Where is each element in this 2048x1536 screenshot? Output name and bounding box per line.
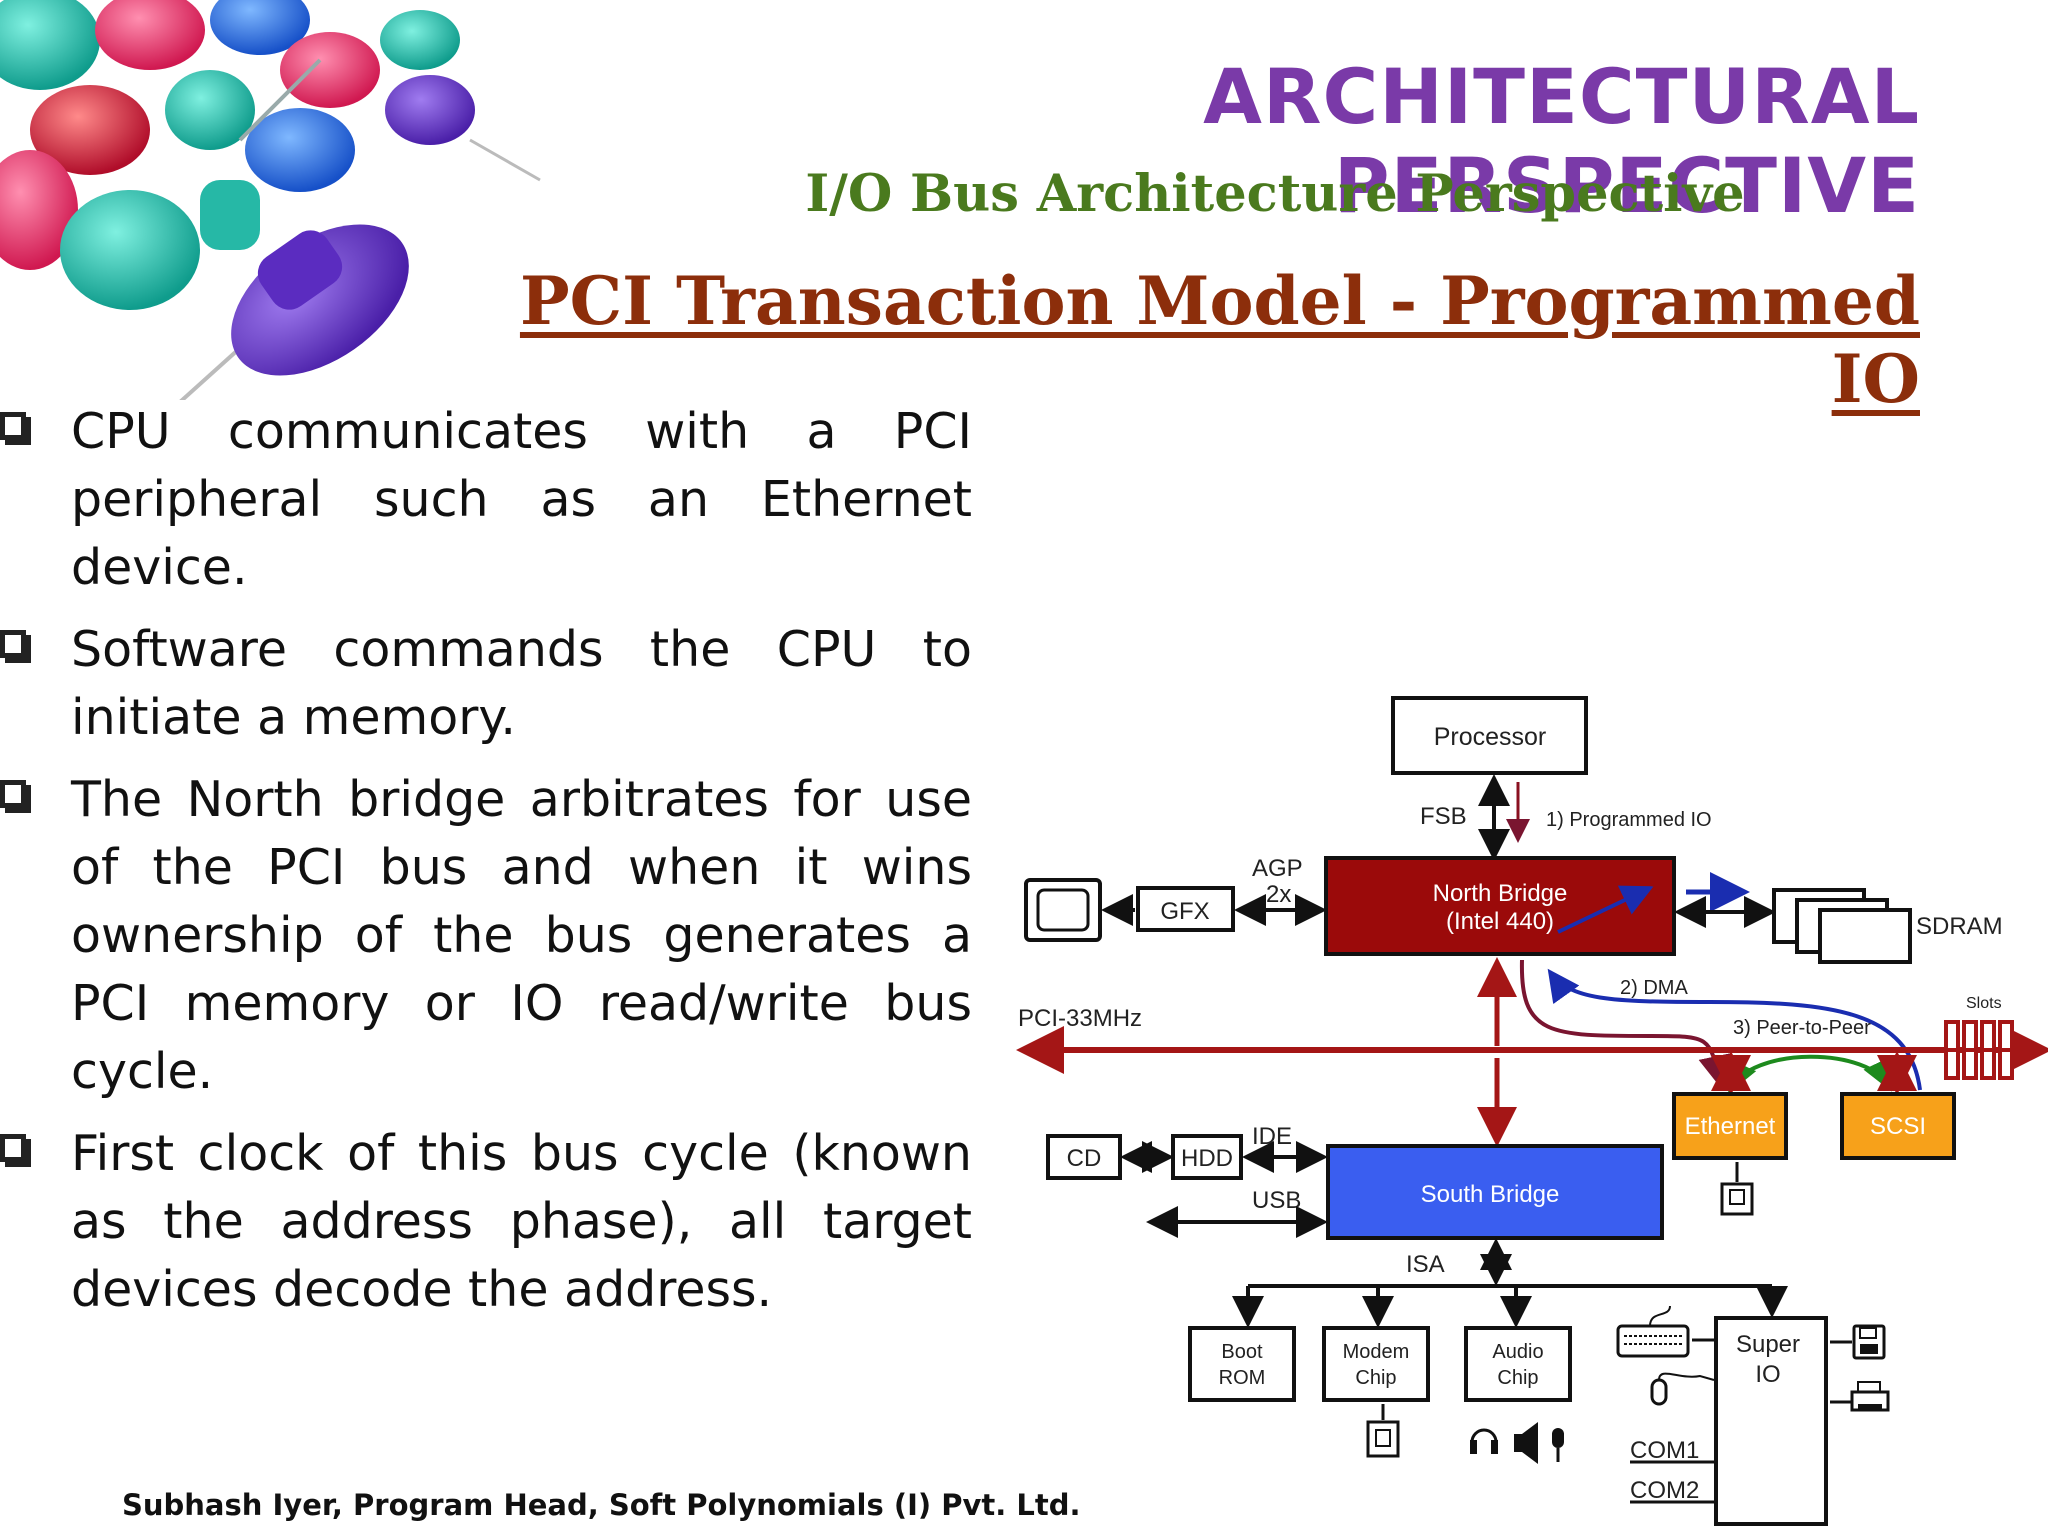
dma-label: 2) DMA: [1620, 977, 1688, 999]
audio-chip-box: [1464, 1326, 1572, 1402]
bullet-text: First clock of this bus cycle (known as …: [71, 1125, 972, 1318]
bullet-text: CPU communicates with a PCI peripheral s…: [71, 403, 972, 596]
super-io-box: [1714, 1316, 1828, 1526]
hdd-box: [1171, 1134, 1243, 1180]
programmed-io-label: 1) Programmed IO: [1546, 809, 1712, 831]
agp-label: AGP: [1252, 855, 1303, 882]
ide-label: IDE: [1252, 1123, 1292, 1150]
processor-label: Processor: [1434, 723, 1547, 751]
checkbox-bullet-icon: [0, 1134, 26, 1162]
usb-label: USB: [1252, 1187, 1301, 1214]
bullet-item: First clock of this bus cycle (known as …: [0, 1120, 972, 1324]
hdd-label: HDD: [1181, 1145, 1233, 1172]
pci-bus-label: PCI-33MHz: [1018, 1005, 1142, 1032]
boot-rom-box: [1188, 1326, 1296, 1402]
bullet-item: Software commands the CPU to initiate a …: [0, 616, 972, 752]
boot-rom-label-line2: ROM: [1219, 1367, 1266, 1389]
checkbox-bullet-icon: [0, 630, 26, 658]
pci-slots-icon: [1944, 1020, 2020, 1080]
modem-label-line2: Chip: [1355, 1367, 1396, 1389]
south-bridge-label: South Bridge: [1421, 1181, 1560, 1208]
ethernet-box: [1672, 1092, 1788, 1160]
checkbox-bullet-icon: [0, 780, 26, 808]
footer-credit: Subhash Iyer, Program Head, Soft Polynom…: [122, 1488, 1081, 1522]
push-pins-image: [0, 0, 541, 400]
bullet-text: The North bridge arbitrates for use of t…: [71, 771, 972, 1100]
cd-label: CD: [1067, 1145, 1102, 1172]
keyboard-icon: [1616, 1305, 1690, 1358]
modem-chip-box: [1322, 1326, 1430, 1402]
north-bridge-label-line2: (Intel 440): [1446, 908, 1554, 935]
ethernet-label: Ethernet: [1685, 1113, 1776, 1140]
slots-label: Slots: [1966, 995, 2002, 1012]
audio-label-line1: Audio: [1492, 1341, 1543, 1363]
super-io-label-line1: Super: [1736, 1331, 1800, 1358]
slide-subtitle: I/O Bus Architecture Perspective: [805, 164, 1745, 224]
bullet-item: The North bridge arbitrates for use of t…: [0, 766, 972, 1106]
com1-label: COM1: [1630, 1437, 1699, 1464]
speaker-icon: [1514, 1422, 1538, 1464]
scsi-label: SCSI: [1870, 1113, 1926, 1140]
modem-label-line1: Modem: [1343, 1341, 1410, 1363]
fsb-label: FSB: [1420, 803, 1467, 830]
section-heading: PCI Transaction Model - Programmed IO: [519, 262, 1920, 418]
bullet-text: Software commands the CPU to initiate a …: [71, 621, 972, 746]
peer-to-peer-label: 3) Peer-to-Peer: [1733, 1017, 1871, 1039]
bullet-item: CPU communicates with a PCI peripheral s…: [0, 398, 972, 602]
isa-label: ISA: [1406, 1251, 1445, 1278]
checkbox-bullet-icon: [0, 412, 26, 440]
printer-icon: [1850, 1381, 1890, 1412]
bullet-list: CPU communicates with a PCI peripheral s…: [0, 398, 972, 1338]
north-bridge-label-line1: North Bridge: [1433, 880, 1568, 907]
floppy-disk-icon: [1852, 1324, 1886, 1360]
gfx-label: GFX: [1160, 898, 1209, 925]
agp-speed-label: 2x: [1266, 881, 1291, 908]
slide-title: ARCHITECTURAL PERSPECTIVE: [1203, 52, 1920, 230]
com2-label: COM2: [1630, 1477, 1699, 1504]
processor-box: [1391, 696, 1588, 775]
headphones-icon: [1470, 1428, 1498, 1454]
scsi-box: [1840, 1092, 1956, 1160]
mouse-icon: [1650, 1372, 1715, 1406]
microphone-icon: [1552, 1428, 1564, 1462]
audio-label-line2: Chip: [1497, 1367, 1538, 1389]
sdram-label: SDRAM: [1916, 913, 2003, 940]
super-io-label-line2: IO: [1755, 1361, 1780, 1388]
sdram-module: [1818, 908, 1912, 964]
south-bridge-box: [1326, 1144, 1664, 1240]
gfx-box: [1136, 886, 1235, 932]
pci-architecture-diagram: Processor FSB 1) Programmed IO GFX AGP 2…: [1016, 696, 2048, 1526]
boot-rom-label-line1: Boot: [1221, 1341, 1263, 1363]
